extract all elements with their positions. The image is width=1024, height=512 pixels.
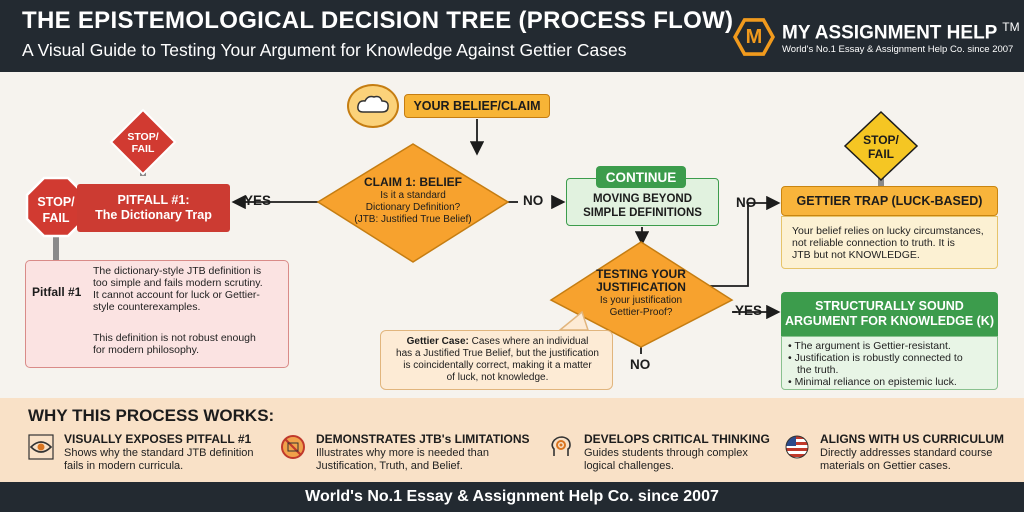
no-label-testing: NO bbox=[736, 195, 757, 210]
claim-question: Is it a standard Dictionary Definition? … bbox=[354, 190, 472, 225]
callout-term: Gettier Case: bbox=[406, 336, 469, 347]
footer-bar: World's No.1 Essay & Assignment Help Co.… bbox=[0, 482, 1024, 512]
no-label-claim: NO bbox=[523, 193, 544, 208]
sound-argument-panel: • The argument is Gettier-resistant. • J… bbox=[781, 336, 998, 390]
flow-connectors bbox=[25, 108, 919, 354]
brain-gear-icon bbox=[551, 436, 571, 456]
footer-text: World's No.1 Essay & Assignment Help Co.… bbox=[305, 488, 719, 505]
why-heading: WHY THIS PROCESS WORKS: bbox=[28, 406, 275, 425]
stop-sign-gettier-icon bbox=[843, 110, 919, 182]
gettier-trap-panel: Your belief relies on lucky circumstance… bbox=[781, 216, 998, 269]
no-label-bottom: NO bbox=[630, 357, 651, 372]
testing-justification-diamond bbox=[549, 241, 734, 348]
brand-logo-letter: M bbox=[745, 26, 763, 48]
page-subtitle: A Visual Guide to Testing Your Argument … bbox=[22, 40, 627, 60]
stop-sign-octagon-icon bbox=[25, 176, 87, 238]
pitfall-note: This definition is not robust enough for… bbox=[93, 332, 256, 356]
continue-badge: CONTINUE bbox=[596, 166, 686, 188]
pitfall-panel: Pitfall #1 The dictionary-style JTB defi… bbox=[25, 260, 289, 368]
eye-icon bbox=[28, 434, 54, 460]
start-belief-claim: YOUR BELIEF/CLAIM bbox=[404, 94, 550, 118]
stop-fail-upper: STOP/FAIL bbox=[127, 131, 159, 155]
why-section: WHY THIS PROCESS WORKS: VISUALLY EXPOSES… bbox=[0, 398, 1024, 482]
decision-tree: YOUR BELIEF/CLAIM CLAIM 1: BELIEF Is it … bbox=[0, 72, 1024, 398]
arrow-testing-no bbox=[702, 195, 781, 287]
pitfall-description: The dictionary-style JTB definition is t… bbox=[93, 265, 263, 313]
header-bar: THE EPISTEMOLOGICAL DECISION TREE (PROCE… bbox=[0, 0, 1024, 72]
pitfall-header: PITFALL #1:The Dictionary Trap bbox=[77, 184, 230, 232]
gettier-trap-header: GETTIER TRAP (LUCK-BASED) bbox=[781, 186, 998, 216]
us-flag-icon bbox=[785, 435, 809, 459]
claim-belief-diamond bbox=[316, 143, 510, 263]
cloud-icon bbox=[357, 95, 389, 113]
no-jtb-icon bbox=[281, 435, 305, 459]
brand-name: MY ASSIGNMENT HELP TM bbox=[782, 20, 1020, 44]
claim-title: CLAIM 1: BELIEF bbox=[364, 175, 462, 189]
pitfall-tag: Pitfall #1 bbox=[32, 285, 82, 299]
brand-tagline: World's No.1 Essay & Assignment Help Co.… bbox=[782, 44, 1014, 55]
stop-fail-octagon: STOP/FAIL bbox=[37, 195, 75, 225]
page-title: THE EPISTEMOLOGICAL DECISION TREE (PROCE… bbox=[22, 7, 734, 34]
stop-fail-gettier: STOP/FAIL bbox=[863, 133, 899, 161]
gettier-case-callout: Gettier Case: Cases where an individual … bbox=[380, 330, 613, 390]
brand-trademark: TM bbox=[1002, 20, 1020, 34]
brand-logo-icon: M bbox=[733, 18, 775, 56]
stop-sign-upper-icon bbox=[109, 108, 177, 176]
yes-label-claim: YES bbox=[244, 193, 272, 208]
yes-label-testing: YES bbox=[735, 303, 763, 318]
